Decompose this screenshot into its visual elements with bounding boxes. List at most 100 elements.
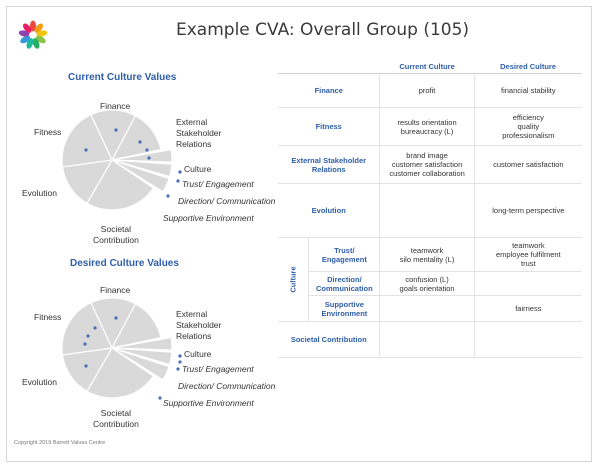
value-dot-6	[178, 170, 182, 174]
pie1-label-evolution: Evolution	[22, 188, 57, 198]
logo-petal-1	[30, 20, 36, 32]
pie-wedge-direction	[111, 347, 173, 366]
external-desired: customer satisfaction	[473, 145, 582, 184]
value-dot-5	[84, 148, 88, 152]
value-dot-1	[114, 316, 118, 320]
pie-wedge-fitness	[61, 113, 113, 168]
societal-current	[379, 321, 475, 358]
trust-current-value-1: teamwork	[410, 245, 444, 255]
fitness-desired: efficiency quality professionalism	[473, 107, 582, 146]
pie1-label-societal: Societal Contribution	[93, 224, 139, 245]
value-dot-9	[158, 396, 162, 400]
supportive-current	[379, 295, 475, 322]
trust-desired-value-3: trust	[521, 259, 536, 268]
direction-desired	[473, 271, 582, 296]
value-dot-1	[114, 128, 118, 132]
pie2-label-supportive: Supportive Environment	[163, 398, 254, 408]
table-row: Finance profit financial stability	[278, 73, 582, 108]
fitness-current: results orientation bureaucracy (L)	[379, 107, 475, 146]
pie-wedge-societal	[86, 159, 155, 211]
pie1-label-fitness: Fitness	[34, 127, 62, 137]
pie2-label-fitness: Fitness	[34, 312, 62, 322]
row-label-fitness: Fitness	[278, 107, 380, 146]
header-desired-culture: Desired Culture	[474, 60, 582, 74]
row-label-external: External Stakeholder Relations	[278, 145, 380, 184]
logo-petal-2	[34, 23, 44, 33]
finance-desired: financial stability	[473, 73, 582, 108]
pie2-label-culture: Culture	[184, 349, 212, 359]
evolution-desired-value-1: long-term perspective	[492, 206, 565, 215]
logo-petal-3	[36, 30, 48, 37]
pie-wedge-trust	[111, 336, 173, 351]
desired-culture-pie	[61, 297, 182, 400]
row-label-finance: Finance	[278, 73, 380, 108]
value-dot-5	[84, 364, 88, 368]
pie-wedge-external	[110, 303, 162, 349]
value-dot-4	[147, 156, 151, 160]
row-label-societal: Societal Contribution	[278, 321, 380, 358]
table-header-row: Current Culture Desired Culture	[278, 60, 582, 74]
culture-group-label: Culture	[288, 266, 298, 293]
logo-petal-5	[32, 38, 40, 49]
pie-wedge-societal	[86, 347, 155, 399]
external-current-value-2: customer satisfaction	[391, 160, 463, 169]
pie1-label-culture: Culture	[184, 164, 212, 174]
trust-current-value-2: silo mentality (L)	[399, 254, 455, 264]
pie-wedge-direction	[111, 159, 173, 178]
table-row: Supportive Environment fairness	[278, 295, 582, 322]
trust-desired-value-1: teamwork	[512, 241, 545, 250]
external-current-value-3: customer collaboration	[389, 169, 465, 178]
pie-wedge-external	[110, 115, 162, 161]
pie1-label-supportive: Supportive Environment	[163, 213, 254, 223]
external-current: brand image customer satisfaction custom…	[379, 145, 475, 184]
value-dot-7	[176, 179, 180, 183]
fitness-desired-value-1: efficiency	[512, 113, 544, 122]
pie1-label-trust: Trust/ Engagement	[182, 179, 254, 189]
fitness-desired-value-3: professionalism	[502, 131, 555, 140]
fitness-desired-value-2: quality	[517, 122, 540, 131]
pie-wedge-trust	[111, 148, 173, 163]
finance-current: profit	[379, 73, 475, 108]
culture-group-cell: Culture	[278, 237, 310, 322]
table-row: Culture Trust/ Engagement teamwork silo …	[278, 237, 582, 322]
cva-table: Current Culture Desired Culture Finance …	[278, 60, 582, 358]
copyright-text: Copyright 2019 Barrett Values Centre	[14, 440, 106, 446]
pie1-label-finance: Finance	[100, 101, 131, 111]
logo-petal-7	[20, 35, 31, 44]
pie2-label-societal: Societal Contribution	[93, 408, 139, 429]
direction-current-value-2: goals orientation	[399, 283, 455, 293]
value-dot-4	[83, 342, 87, 346]
row-label-direction: Direction/ Communication	[308, 271, 380, 296]
current-culture-pie	[61, 109, 182, 211]
supportive-desired-value-1: fairness	[515, 304, 542, 313]
value-dot-6	[178, 354, 182, 358]
table-row: Direction/ Communication confusion (L) g…	[278, 271, 582, 296]
table-corner	[278, 60, 380, 74]
row-label-trust: Trust/ Engagement	[308, 237, 380, 272]
direction-current: confusion (L) goals orientation	[379, 271, 475, 296]
value-dot-8	[176, 367, 180, 371]
row-label-evolution: Evolution	[278, 183, 380, 238]
finance-current-value: profit	[418, 86, 436, 95]
table-row: External Stakeholder Relations brand ima…	[278, 145, 582, 184]
desired-culture-chart-title: Desired Culture Values	[70, 258, 179, 269]
evolution-current	[379, 183, 475, 238]
logo-petal-9	[22, 23, 32, 33]
pie2-label-external: External Stakeholder Relations	[176, 309, 222, 341]
supportive-desired: fairness	[473, 295, 582, 322]
pie1-label-external: External Stakeholder Relations	[176, 117, 222, 149]
external-desired-value-1: customer satisfaction	[493, 160, 564, 169]
row-label-supportive: Supportive Environment	[308, 295, 380, 322]
pie1-label-direction: Direction/ Communication	[178, 196, 276, 206]
societal-desired	[473, 321, 582, 358]
header-current-culture: Current Culture	[379, 60, 475, 74]
trust-desired-value-2: employee fulfilment	[496, 250, 561, 259]
evolution-desired: long-term perspective	[473, 183, 582, 238]
pie2-label-direction: Direction/ Communication	[178, 381, 276, 391]
fitness-current-value-2: bureaucracy (L)	[400, 126, 454, 136]
value-dot-3	[86, 334, 90, 338]
pie-wedge-fitness	[61, 301, 113, 356]
table-row: Societal Contribution	[278, 321, 582, 358]
value-dot-3	[145, 148, 149, 152]
current-culture-chart-title: Current Culture Values	[68, 72, 177, 83]
